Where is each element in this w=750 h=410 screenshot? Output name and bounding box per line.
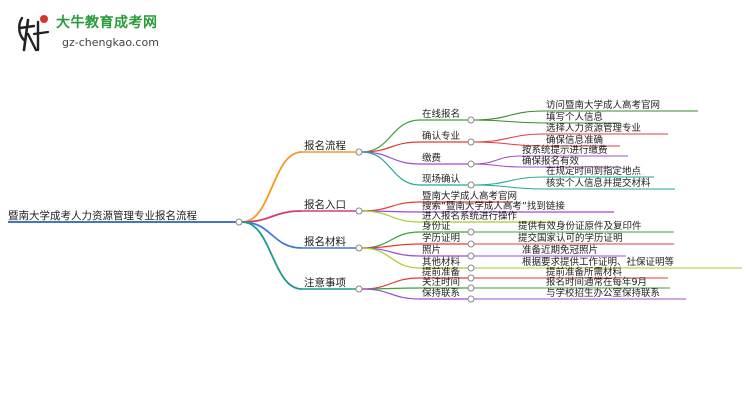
leaf-label-1-4-2: 核实个人信息并提交材料 xyxy=(546,177,651,189)
leaf-connector-1-1-2 xyxy=(473,119,545,124)
leaf-connector-1-2-2 xyxy=(473,141,545,147)
sub-knob-4-2[interactable] xyxy=(467,284,475,292)
sub-label-1-3: 缴费 xyxy=(422,152,441,164)
sub-knob-3-1[interactable] xyxy=(467,228,475,236)
leaf-label-1-1-1: 访问暨南大学成人高考官网 xyxy=(546,99,660,111)
branch-connector-4 xyxy=(241,221,303,290)
bull-logo-icon xyxy=(18,15,50,52)
branch-knob-2[interactable] xyxy=(355,207,363,215)
leaf-label-3-2-1: 提交国家认可的学历证明 xyxy=(518,232,623,244)
leaf-label-4-2-1: 报名时间通常在每年9月 xyxy=(546,276,647,288)
sub-label-1-4: 现场确认 xyxy=(422,173,461,185)
sub-connector-1-4 xyxy=(361,151,421,186)
sub-connector-2-1 xyxy=(361,201,421,212)
sub-label-4-1: 提前准备 xyxy=(422,266,461,278)
branch-connector-1 xyxy=(241,151,303,223)
branch-connector-2 xyxy=(241,210,303,223)
leaf-connector-1-3-1 xyxy=(473,155,521,165)
sub-connector-2-3 xyxy=(361,210,421,223)
branch-label-3: 报名材料 xyxy=(304,235,346,248)
leaf-label-4-1-1: 提前准备所需材料 xyxy=(546,266,623,278)
leaf-label-1-4-1: 在规定时间到指定地点 xyxy=(546,165,642,177)
sub-label-1-1: 在线报名 xyxy=(422,108,460,120)
root-node-label: 暨南大学成考人力资源管理专业报名流程 xyxy=(8,209,197,222)
sub-label-2-1: 暨南大学成人高考官网 xyxy=(422,190,517,202)
logo-title: 大牛教育成考网 xyxy=(56,15,158,31)
sub-knob-1-1[interactable] xyxy=(467,116,475,124)
sub-label-4-3: 保持联系 xyxy=(422,287,460,299)
leaf-connector-1-1-1 xyxy=(473,110,545,121)
sub-knob-3-3[interactable] xyxy=(467,252,475,260)
leaf-connector-1-4-2 xyxy=(473,184,545,190)
leaf-label-1-3-2: 确保报名有效 xyxy=(522,155,580,167)
mind-map-nodes: 暨南大学成考人力资源管理专业报名流程 报名流程 在线报名 访问暨南大学成人高考官网填写… xyxy=(8,99,675,303)
sub-knob-1-3[interactable] xyxy=(467,160,475,168)
sub-label-2-2: 搜索“暨南大学成人高考”找到链接 xyxy=(422,200,565,212)
sub-label-4-2: 关注时间 xyxy=(422,276,460,288)
branch-knob-3[interactable] xyxy=(355,244,363,252)
sub-label-3-2: 学历证明 xyxy=(422,232,460,244)
leaf-label-1-2-1: 选择人力资源管理专业 xyxy=(546,122,641,134)
leaf-label-3-3-1: 准备近期免冠照片 xyxy=(522,244,598,256)
leaf-label-1-1-2: 填写个人信息 xyxy=(546,111,603,123)
sub-connector-4-3 xyxy=(361,288,421,300)
branch-knob-4[interactable] xyxy=(355,285,363,293)
leaf-label-3-1-1: 提供有效身份证原件及复印件 xyxy=(518,220,642,232)
sub-connector-3-4 xyxy=(361,247,421,269)
leaf-connector-1-3-2 xyxy=(473,163,521,168)
logo-url: gz-chengkao.com xyxy=(62,36,159,49)
leaf-connector-1-2-1 xyxy=(473,133,545,143)
sub-label-2-3: 进入报名系统进行操作 xyxy=(422,210,518,222)
root-collapse-knob[interactable] xyxy=(235,218,243,226)
mind-map-connectors xyxy=(8,110,742,300)
leaf-label-3-4-1: 根据要求提供工作证明、社保证明等 xyxy=(522,256,675,268)
sub-connector-3-2 xyxy=(361,243,421,249)
leaf-label-4-3-1: 与学校招生办公室保持联系 xyxy=(546,287,660,299)
sub-knob-1-2[interactable] xyxy=(467,138,475,146)
sub-label-1-2: 确认专业 xyxy=(422,130,460,142)
sub-knob-1-4[interactable] xyxy=(467,181,475,189)
sub-label-3-4: 其他材料 xyxy=(422,256,461,268)
sub-knob-3-2[interactable] xyxy=(467,240,475,248)
branch-label-1: 报名流程 xyxy=(304,139,346,152)
branch-knob-1[interactable] xyxy=(355,148,363,156)
sub-knob-3-4[interactable] xyxy=(467,264,475,272)
sub-connector-1-3 xyxy=(361,151,421,165)
sub-label-3-3: 照片 xyxy=(422,244,441,256)
sub-connector-4-1 xyxy=(361,277,421,290)
sub-label-3-1: 身份证 xyxy=(422,220,451,232)
sub-knob-4-3[interactable] xyxy=(467,295,475,303)
branch-label-2: 报名入口 xyxy=(304,198,346,211)
site-logo[interactable]: 大牛教育成考网 gz-chengkao.com xyxy=(14,10,234,56)
leaf-connector-1-4-1 xyxy=(473,176,545,186)
sub-knob-4-1[interactable] xyxy=(467,274,475,282)
leaf-label-1-3-1: 按系统提示进行缴费 xyxy=(522,144,608,156)
branch-label-4: 注意事项 xyxy=(304,276,346,289)
leaf-label-1-2-2: 确保信息准确 xyxy=(546,134,603,146)
branch-connector-3 xyxy=(241,221,303,249)
